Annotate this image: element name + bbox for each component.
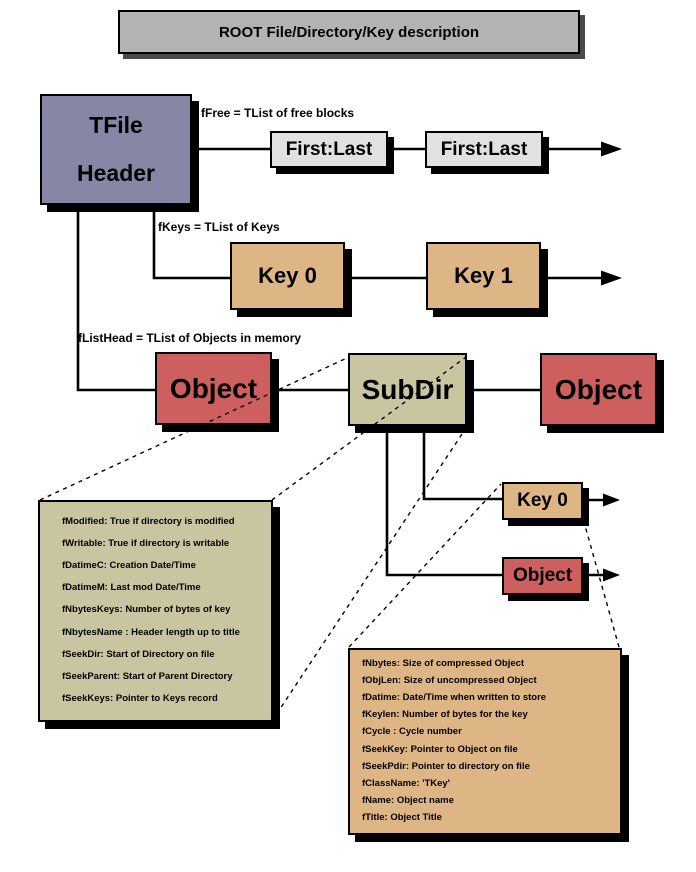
attribute-line: fObjLen: Size of uncompressed Object: [362, 675, 537, 687]
attribute-line: fNbytesKeys: Number of bytes of key: [62, 604, 231, 616]
node-first-last-1: First:Last: [270, 131, 388, 168]
connector-line: [76, 205, 155, 392]
panel-key-attributes: fNbytes: Size of compressed Object fObjL…: [348, 648, 622, 835]
attribute-line: fSeekPdir: Pointer to directory on file: [362, 760, 530, 772]
tfile-line2: Header: [77, 159, 155, 186]
arrowhead-icon: [603, 568, 620, 582]
label-flisthead: fListHead = TList of Objects in memory: [78, 331, 302, 345]
connector-line: [152, 205, 230, 280]
node-tfile-header: TFile Header: [40, 94, 192, 205]
panel-directory-attributes: fModified: True if directory is modified…: [38, 500, 273, 722]
node-subdir-key-0: Key 0: [502, 482, 583, 520]
attribute-line: fSeekKey: Pointer to Object on file: [362, 743, 518, 755]
attribute-line: fSeekKeys: Pointer to Keys record: [62, 693, 218, 705]
node-subdir-object: Object: [502, 557, 583, 595]
node-subdir: SubDir: [348, 353, 467, 426]
node-key-0: Key 0: [230, 242, 345, 310]
attribute-line: fModified: True if directory is modified: [62, 515, 235, 527]
arrowhead-icon: [601, 270, 622, 286]
attribute-line: fDatime: Date/Time when written to store: [362, 692, 547, 704]
attribute-line: fCycle : Cycle number: [362, 726, 462, 738]
arrowhead-icon: [601, 141, 622, 157]
annotation-dashed-line: [583, 521, 620, 648]
connector-line: [385, 426, 502, 577]
arrowhead-icon: [603, 493, 620, 507]
attribute-line: fTitle: Object Title: [362, 811, 442, 823]
attribute-line: fNbytes: Size of compressed Object: [362, 658, 525, 670]
annotation-dashed-line: [348, 483, 502, 648]
connector-line: [422, 426, 502, 501]
attribute-line: fDatimeM: Last mod Date/Time: [62, 582, 201, 594]
attribute-line: fSeekParent: Start of Parent Directory: [62, 671, 233, 683]
node-key-1: Key 1: [426, 242, 541, 310]
attribute-line: fWritable: True if directory is writable: [62, 537, 230, 549]
node-first-last-2: First:Last: [425, 131, 543, 168]
label-fkeys: fKeys = TList of Keys: [158, 220, 280, 234]
attribute-line: fDatimeC: Creation Date/Time: [62, 560, 196, 572]
attribute-line: fClassName: 'TKey': [362, 777, 450, 789]
attribute-line: fSeekDir: Start of Directory on file: [62, 648, 215, 660]
node-object-right: Object: [540, 353, 657, 426]
attribute-line: fNbytesName : Header length up to title: [62, 626, 240, 638]
node-object-left: Object: [155, 352, 272, 425]
title-banner: ROOT File/Directory/Key description: [118, 10, 580, 54]
label-ffree: fFree = TList of free blocks: [201, 106, 355, 120]
tfile-line1: TFile: [89, 112, 143, 139]
attribute-line: fKeylen: Number of bytes for the key: [362, 709, 528, 721]
attribute-line: fName: Object name: [362, 794, 454, 806]
